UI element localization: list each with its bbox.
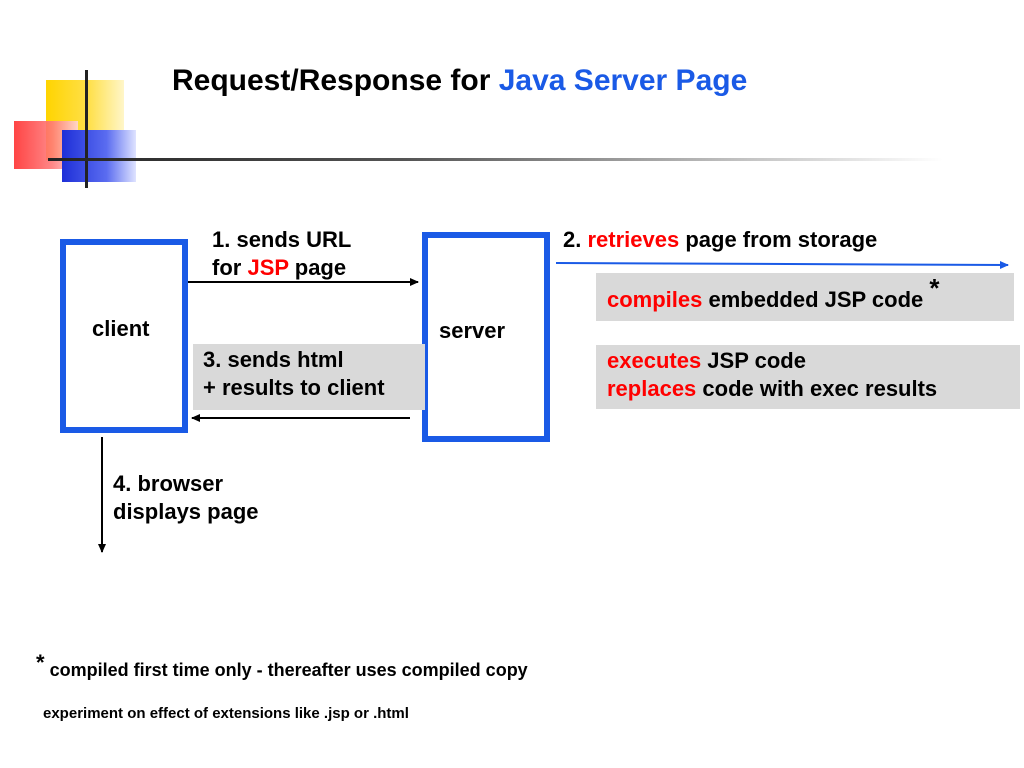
retrieve-arrow bbox=[555, 260, 1009, 269]
compile-footnote-marker: * bbox=[929, 273, 940, 303]
compile-box: compiles embedded JSP code * bbox=[596, 273, 1014, 321]
step1-line1: 1. sends URL bbox=[212, 227, 352, 252]
execute-box: executes JSP code replaces code with exe… bbox=[596, 345, 1020, 409]
footnote-marker: * bbox=[36, 650, 45, 675]
execute-line2-highlight: replaces bbox=[607, 376, 697, 401]
step1-text: 1. sends URL for JSP page bbox=[212, 226, 351, 282]
logo-vertical-line bbox=[85, 70, 88, 188]
step1-line2: for JSP page bbox=[212, 254, 351, 282]
step1-line2-prefix: for bbox=[212, 255, 248, 280]
footnote: * compiled first time only - thereafter … bbox=[36, 650, 528, 682]
title-underline bbox=[48, 158, 943, 161]
step4-text: 4. browser displays page bbox=[113, 470, 259, 526]
step4-line1: 4. browser bbox=[113, 471, 224, 496]
title-prefix: Request/Response for bbox=[172, 64, 499, 97]
step2-suffix: page from storage bbox=[679, 227, 878, 252]
footnote-text: compiled first time only - thereafter us… bbox=[49, 660, 528, 680]
execute-line1-highlight: executes bbox=[607, 348, 702, 373]
slide-title: Request/Response for Java Server Page bbox=[172, 64, 747, 98]
compile-text: embedded JSP code bbox=[702, 287, 930, 312]
client-label: client bbox=[92, 316, 150, 341]
step2-prefix: 2. bbox=[563, 227, 588, 252]
step1-line2-suffix: page bbox=[288, 255, 347, 280]
step2-highlight: retrieves bbox=[587, 227, 680, 252]
step2-text: 2. retrieves page from storage bbox=[563, 226, 877, 254]
execute-line2-text: code with exec results bbox=[696, 376, 938, 401]
logo-blue-square bbox=[62, 130, 136, 182]
server-label: server bbox=[439, 318, 506, 343]
execute-line1: executes JSP code bbox=[607, 347, 1020, 375]
compile-highlight: compiles bbox=[607, 287, 703, 312]
step3-box: 3. sends html + results to client bbox=[193, 344, 425, 410]
client-box bbox=[60, 239, 188, 433]
title-highlight: Java Server Page bbox=[498, 64, 748, 97]
execute-line1-text: JSP code bbox=[701, 348, 806, 373]
step3-line2: + results to client bbox=[203, 375, 385, 400]
step3-line1: 3. sends html bbox=[203, 347, 344, 372]
step1-line2-highlight: JSP bbox=[247, 255, 289, 280]
execute-line2: replaces code with exec results bbox=[607, 375, 1020, 403]
step4-line2: displays page bbox=[113, 499, 259, 524]
experiment-note: experiment on effect of extensions like … bbox=[43, 705, 409, 722]
server-box bbox=[422, 232, 550, 442]
